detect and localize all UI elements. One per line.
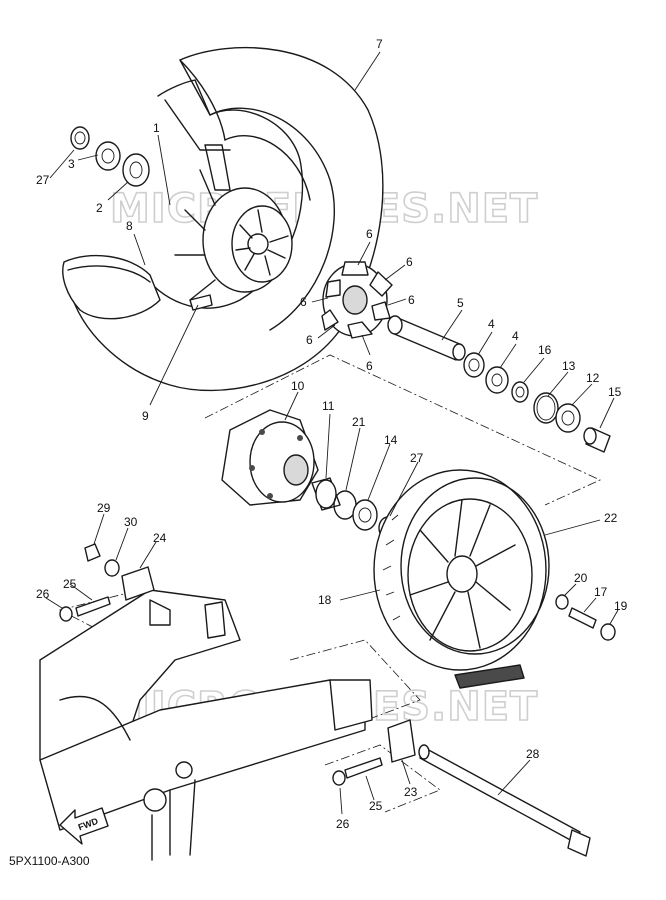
callout-8: 8 xyxy=(126,219,146,266)
callout-28: 28 xyxy=(497,747,540,796)
callout-14: 14 xyxy=(367,433,398,501)
callout-17: 17 xyxy=(583,585,608,613)
rear-wheel-tire xyxy=(62,46,384,392)
svg-text:6: 6 xyxy=(406,255,413,269)
svg-text:1: 1 xyxy=(153,121,160,135)
wheel-damper xyxy=(321,261,393,339)
svg-text:26: 26 xyxy=(36,587,50,601)
svg-text:6: 6 xyxy=(366,359,373,373)
callout-27a: 27 xyxy=(36,149,75,187)
callout-1: 1 xyxy=(153,121,171,206)
svg-text:4: 4 xyxy=(488,317,495,331)
svg-text:25: 25 xyxy=(63,577,77,591)
callout-29: 29 xyxy=(93,501,111,545)
svg-text:8: 8 xyxy=(126,219,133,233)
chain-adjuster-left xyxy=(59,543,155,622)
assembly-line-lower xyxy=(324,744,441,813)
pulley-hub xyxy=(221,409,319,506)
svg-text:3: 3 xyxy=(68,157,75,171)
svg-text:6: 6 xyxy=(408,293,415,307)
svg-text:18: 18 xyxy=(318,593,332,607)
svg-text:16: 16 xyxy=(538,343,552,357)
callout-25a: 25 xyxy=(63,577,93,601)
svg-text:29: 29 xyxy=(97,501,111,515)
swing-arm xyxy=(39,589,373,861)
svg-text:2: 2 xyxy=(96,201,103,215)
pulley-bolts xyxy=(555,594,616,641)
callout-2: 2 xyxy=(96,181,129,215)
callout-30: 30 xyxy=(115,515,138,561)
svg-text:6: 6 xyxy=(300,295,307,309)
svg-text:28: 28 xyxy=(526,747,540,761)
svg-text:7: 7 xyxy=(376,37,383,51)
callout-21: 21 xyxy=(345,415,366,491)
svg-text:9: 9 xyxy=(142,409,149,423)
callout-6c: 6 xyxy=(387,293,415,307)
left-hub-bearings xyxy=(70,126,150,187)
rear-axle xyxy=(418,744,591,857)
svg-text:5: 5 xyxy=(457,296,464,310)
svg-text:13: 13 xyxy=(562,359,576,373)
hub-bearings xyxy=(463,352,611,453)
svg-text:25: 25 xyxy=(369,799,383,813)
svg-text:11: 11 xyxy=(322,399,335,413)
svg-text:27: 27 xyxy=(410,451,424,465)
callout-7: 7 xyxy=(354,37,383,91)
callout-20: 20 xyxy=(563,571,588,597)
figure-code: 5PX1100-A300 xyxy=(9,854,90,868)
callout-23: 23 xyxy=(401,759,418,799)
callout-4a: 4 xyxy=(477,317,495,356)
callout-6f: 6 xyxy=(361,334,373,373)
callout-11: 11 xyxy=(322,399,335,479)
assembly-line-upper xyxy=(204,354,601,506)
callout-6a: 6 xyxy=(357,227,373,266)
callout-16: 16 xyxy=(523,343,552,383)
svg-text:14: 14 xyxy=(384,433,398,447)
svg-text:26: 26 xyxy=(336,817,350,831)
svg-text:17: 17 xyxy=(594,585,608,599)
svg-text:19: 19 xyxy=(614,599,628,613)
callout-26a: 26 xyxy=(36,587,63,609)
svg-text:23: 23 xyxy=(404,785,418,799)
callout-27b: 27 xyxy=(389,451,424,517)
callout-12: 12 xyxy=(571,371,600,406)
svg-text:22: 22 xyxy=(604,511,618,525)
svg-text:24: 24 xyxy=(153,531,167,545)
callout-6e: 6 xyxy=(306,324,336,347)
svg-text:15: 15 xyxy=(608,385,622,399)
callout-18: 18 xyxy=(318,589,381,607)
svg-text:6: 6 xyxy=(366,227,373,241)
callout-19: 19 xyxy=(609,599,628,625)
assembly-line-axle xyxy=(289,639,421,731)
chain-adjuster-right xyxy=(332,719,416,786)
callout-6d: 6 xyxy=(300,295,329,309)
callout-4b: 4 xyxy=(499,329,519,369)
svg-text:6: 6 xyxy=(306,333,313,347)
svg-text:21: 21 xyxy=(352,415,366,429)
callout-24: 24 xyxy=(139,531,167,569)
callout-22: 22 xyxy=(544,511,618,536)
collar-spacer xyxy=(387,315,466,361)
svg-text:20: 20 xyxy=(574,571,588,585)
svg-text:10: 10 xyxy=(291,379,305,393)
svg-text:4: 4 xyxy=(512,329,519,343)
fwd-arrow: FWD xyxy=(59,807,109,845)
drive-pulley xyxy=(373,469,550,689)
callout-15: 15 xyxy=(599,385,622,429)
callout-3: 3 xyxy=(68,154,99,171)
callout-25b: 25 xyxy=(365,775,383,813)
svg-text:12: 12 xyxy=(586,371,600,385)
svg-text:30: 30 xyxy=(124,515,138,529)
callout-10: 10 xyxy=(284,379,305,421)
callout-26b: 26 xyxy=(336,787,350,831)
callout-6b: 6 xyxy=(384,255,413,281)
callout-5: 5 xyxy=(441,296,464,341)
svg-text:27: 27 xyxy=(36,173,50,187)
callout-13: 13 xyxy=(547,359,576,397)
callout-9: 9 xyxy=(142,304,199,423)
